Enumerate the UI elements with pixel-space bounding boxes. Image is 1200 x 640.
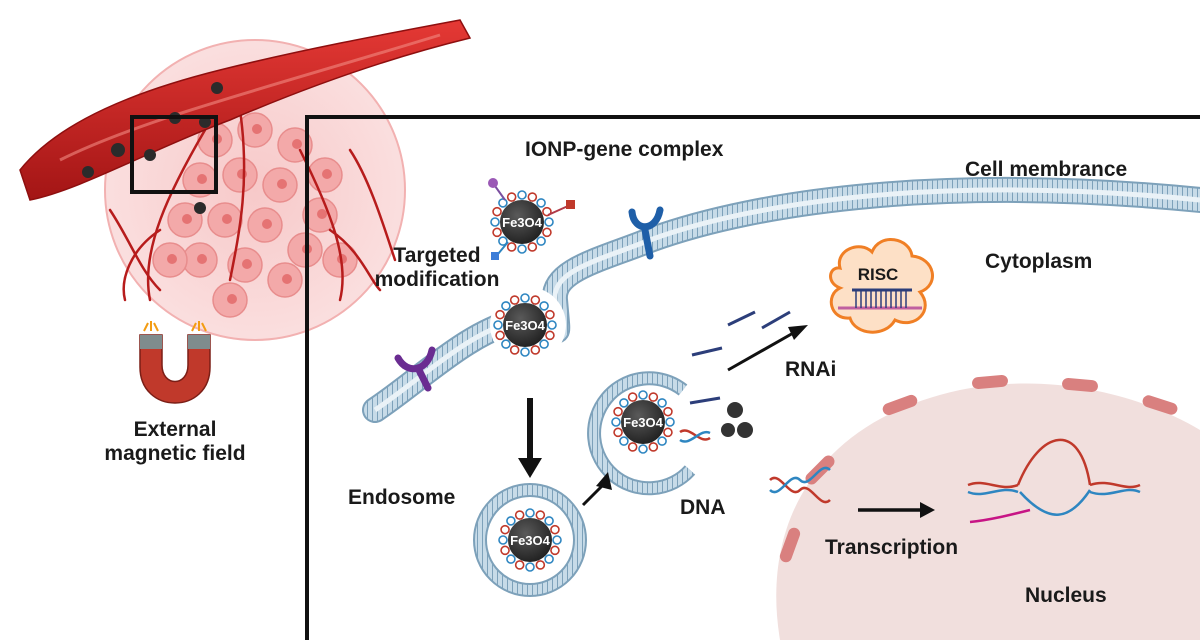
- opening-endosome: [587, 371, 696, 496]
- arrow-to-open-endosome: [581, 472, 612, 507]
- label-cell-membrane: Cell membrance: [965, 158, 1128, 181]
- capillaries: [108, 108, 397, 302]
- particle-ionp-complex-icon: Fe3O4: [490, 190, 554, 254]
- arrow-down: [518, 398, 542, 478]
- dna-strands: [679, 429, 1141, 524]
- tissue-cells: [152, 112, 358, 318]
- label-cytoplasm: Cytoplasm: [985, 250, 1093, 273]
- endosome: [473, 483, 587, 597]
- zoom-box: [130, 115, 218, 194]
- particle-opening-endosome-icon: Fe3O4: [611, 390, 675, 454]
- particle-label: Fe3O4: [505, 318, 546, 333]
- risc-complex: RISC: [829, 238, 934, 334]
- particle-endosome-icon: Fe3O4: [498, 508, 562, 572]
- receptor-purple-icon: [394, 346, 436, 392]
- label-transcription: Transcription: [825, 536, 959, 559]
- released-particles: [721, 402, 753, 438]
- cell-membrane: [362, 177, 1200, 423]
- label-dna: DNA: [680, 496, 726, 519]
- arrow-rnai: [727, 325, 808, 372]
- particle-budding-icon: Fe3O4: [493, 293, 557, 357]
- targeting-ligands: [488, 178, 575, 260]
- label-targeted-modification: Targeted modification: [352, 244, 522, 292]
- receptor-blue-icon: [628, 206, 664, 260]
- particle-label: Fe3O4: [510, 533, 551, 548]
- nucleus: [776, 374, 1200, 640]
- label-rnai: RNAi: [785, 358, 837, 381]
- label-risc: RISC: [858, 265, 899, 284]
- particle-label: Fe3O4: [502, 215, 543, 230]
- label-external-line2: magnetic field: [104, 442, 246, 465]
- label-external-line1: External: [133, 418, 217, 441]
- label-targeted-line1: Targeted: [393, 244, 481, 267]
- label-ionp-gene-complex: IONP-gene complex: [525, 138, 724, 161]
- label-nucleus: Nucleus: [1025, 584, 1107, 607]
- label-endosome: Endosome: [348, 486, 456, 509]
- label-external-magnetic-field: External magnetic field: [90, 418, 260, 466]
- label-targeted-line2: modification: [374, 268, 500, 291]
- sirna-fragments: [689, 310, 791, 405]
- arrow-transcription: [858, 502, 935, 518]
- magnet-icon: [139, 321, 211, 404]
- particle-label: Fe3O4: [623, 415, 664, 430]
